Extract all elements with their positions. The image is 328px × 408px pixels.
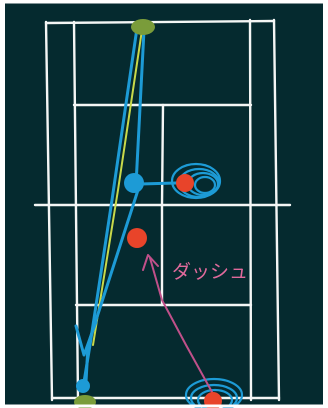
red-player-right bbox=[176, 174, 194, 192]
doubles-sideline-left bbox=[44, 20, 54, 402]
blue-short-move bbox=[138, 181, 178, 186]
center-service-line-top bbox=[160, 103, 165, 207]
blue-arrowhead bbox=[74, 320, 98, 357]
blue-player-paths bbox=[74, 26, 178, 384]
green-ball-top bbox=[131, 19, 155, 35]
dash-label: ダッシュ bbox=[172, 261, 248, 283]
arrow-icon bbox=[142, 254, 159, 271]
red-player-center bbox=[127, 228, 147, 248]
blue-path-to-center bbox=[134, 28, 146, 187]
blue-player-top-center bbox=[124, 173, 144, 193]
blue-swirl-bottom bbox=[184, 377, 244, 408]
baseline-top bbox=[44, 19, 276, 25]
singles-sideline-right bbox=[248, 18, 253, 402]
dash-arrow-line bbox=[149, 257, 213, 393]
red-player-bottom bbox=[204, 392, 222, 408]
singles-sideline-left bbox=[72, 20, 80, 402]
doubles-sideline-right bbox=[272, 18, 281, 402]
ball-path-yellow bbox=[92, 29, 143, 346]
blue-player-bottom-left bbox=[76, 379, 90, 393]
